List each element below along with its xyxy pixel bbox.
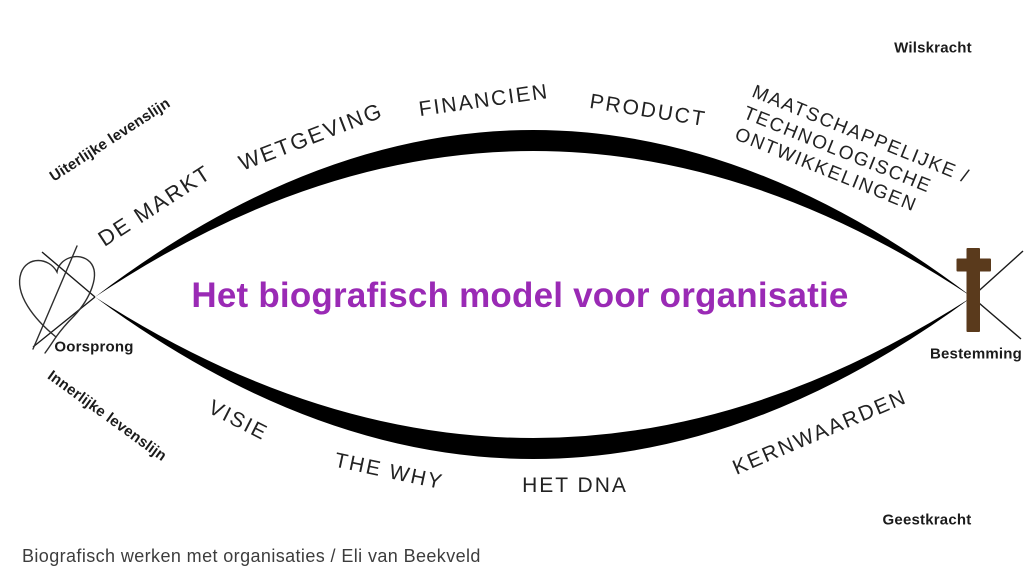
christian-cross-icon xyxy=(956,248,991,332)
origin-label: Oorsprong xyxy=(54,338,134,356)
heart-sketch-icon xyxy=(18,245,95,354)
outer-lifeline-curve xyxy=(95,130,972,297)
left-upper-extension-line xyxy=(41,251,96,298)
inner-lifeline-curve xyxy=(95,297,972,459)
inner-label-het-dna: HET DNA xyxy=(522,474,628,497)
right-upper-extension-line xyxy=(971,250,1024,298)
page-title: Het biografisch model voor organisatie xyxy=(191,276,849,315)
willpower-label: Wilskracht xyxy=(894,39,972,57)
spiritpower-label: Geestkracht xyxy=(882,511,972,529)
footer-credit: Biografisch werken met organisaties / El… xyxy=(22,546,481,566)
curve-extensions xyxy=(32,250,1024,348)
destination-label: Bestemming xyxy=(929,345,1023,363)
left-lower-extension-line xyxy=(32,296,96,348)
right-lower-extension-line xyxy=(971,296,1022,340)
